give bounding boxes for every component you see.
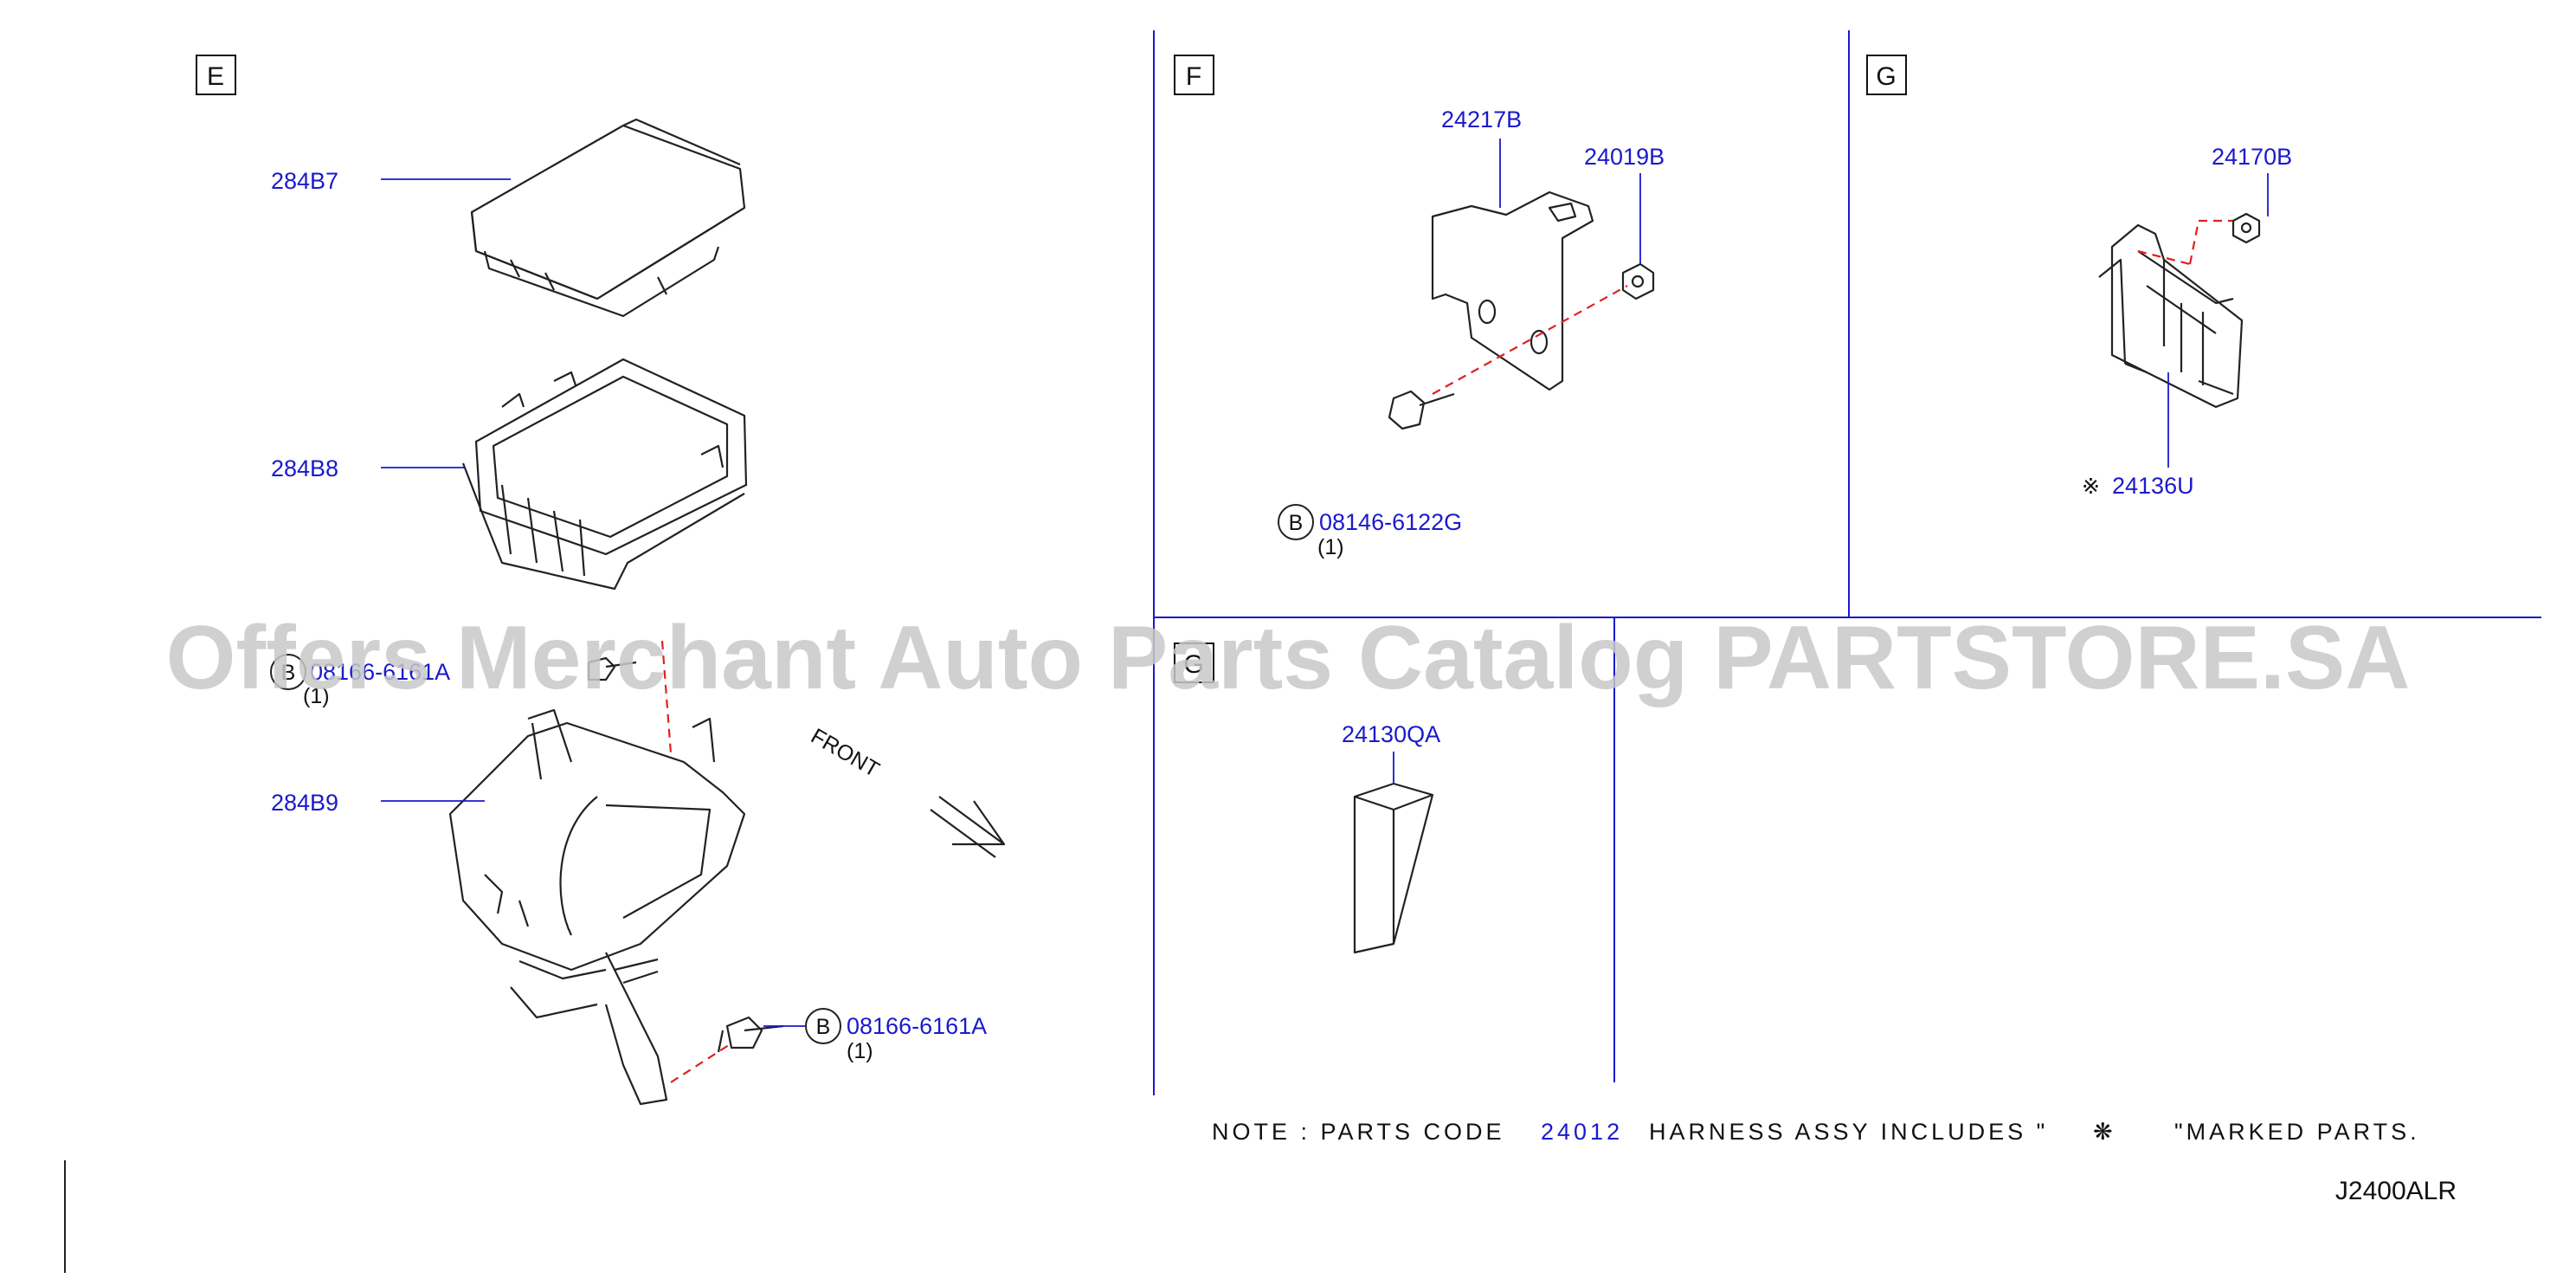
part-number-24019b[interactable]: 24019B <box>1584 144 1665 170</box>
section-f: F 24217B 24019B B 08146-6122G (1) <box>1174 55 1665 559</box>
part-number-24170b[interactable]: 24170B <box>2212 144 2292 170</box>
fuse-box-upper-case <box>461 358 748 591</box>
section-g-letter: G <box>1876 62 1896 91</box>
fuse-box-lower-bracket <box>448 708 746 1106</box>
harness-bracket <box>1431 190 1594 391</box>
bolt-icon-bottom: B 08166-6161A (1) <box>670 1008 987 1083</box>
front-arrow-icon <box>930 796 1006 858</box>
section-f-letter: F <box>1186 62 1201 91</box>
svg-text:B: B <box>1289 511 1304 535</box>
note-code: 24012 <box>1541 1119 1623 1145</box>
front-label: FRONT <box>807 724 884 782</box>
svg-text:B: B <box>816 1015 831 1039</box>
note-symbol-icon: ❋ <box>2093 1119 2116 1145</box>
diagram-code: J2400ALR <box>2335 1177 2457 1205</box>
bolt-code-bottom[interactable]: 08166-6161A <box>847 1013 987 1039</box>
bolt-qty-bottom: (1) <box>847 1039 873 1063</box>
bolt-qty-top: (1) <box>303 684 330 708</box>
section-e-letter: E <box>207 62 224 91</box>
section-g-box <box>1866 55 1907 95</box>
part-number-24136u[interactable]: 24136U <box>2112 473 2194 499</box>
section-f-box <box>1174 55 1214 95</box>
part-number-284b9[interactable]: 284B9 <box>271 790 338 816</box>
nut-icon-g <box>2231 212 2261 244</box>
bolt-icon-f <box>1388 390 1455 430</box>
nut-icon <box>1621 262 1655 300</box>
section-dividers <box>64 30 2541 1273</box>
relay-holder <box>2098 223 2244 409</box>
bolt-qty-f: (1) <box>1317 535 1344 559</box>
section-g2-letter: G <box>1183 650 1203 679</box>
section-g2: G 24130QA <box>1174 642 1440 954</box>
b-circle-icon <box>270 654 306 690</box>
marked-symbol: ※ <box>2082 475 2100 499</box>
section-e: E 284B7 284B8 B 08166-6161A (1) <box>196 55 1006 1106</box>
section-e-box <box>196 55 236 95</box>
part-number-284b7[interactable]: 284B7 <box>271 168 338 194</box>
relay-block <box>1353 782 1434 954</box>
part-number-24130qa[interactable]: 24130QA <box>1342 721 1440 747</box>
watermark: Offers Merchant Auto Parts Catalog PARTS… <box>166 608 2411 708</box>
bolt-icon-top: B 08166-6161A (1) <box>270 640 673 754</box>
section-g2-box <box>1174 642 1214 683</box>
svg-text:B: B <box>281 661 296 685</box>
bolt-code-f[interactable]: 08146-6122G <box>1319 509 1462 535</box>
note-text: NOTE : PARTS CODE 24012 HARNESS ASSY INC… <box>1212 1119 2420 1145</box>
fuse-box-cover <box>470 118 746 318</box>
parts-note: NOTE : PARTS CODE 24012 HARNESS ASSY INC… <box>1212 1119 2420 1145</box>
part-number-24217b[interactable]: 24217B <box>1441 107 1522 132</box>
section-g: G 24170B ※ 24136U <box>1866 55 2292 499</box>
b-circle-icon <box>1278 504 1314 540</box>
b-circle-icon <box>805 1008 841 1044</box>
part-number-284b8[interactable]: 284B8 <box>271 455 338 481</box>
bolt-code-top[interactable]: 08166-6161A <box>310 659 450 685</box>
